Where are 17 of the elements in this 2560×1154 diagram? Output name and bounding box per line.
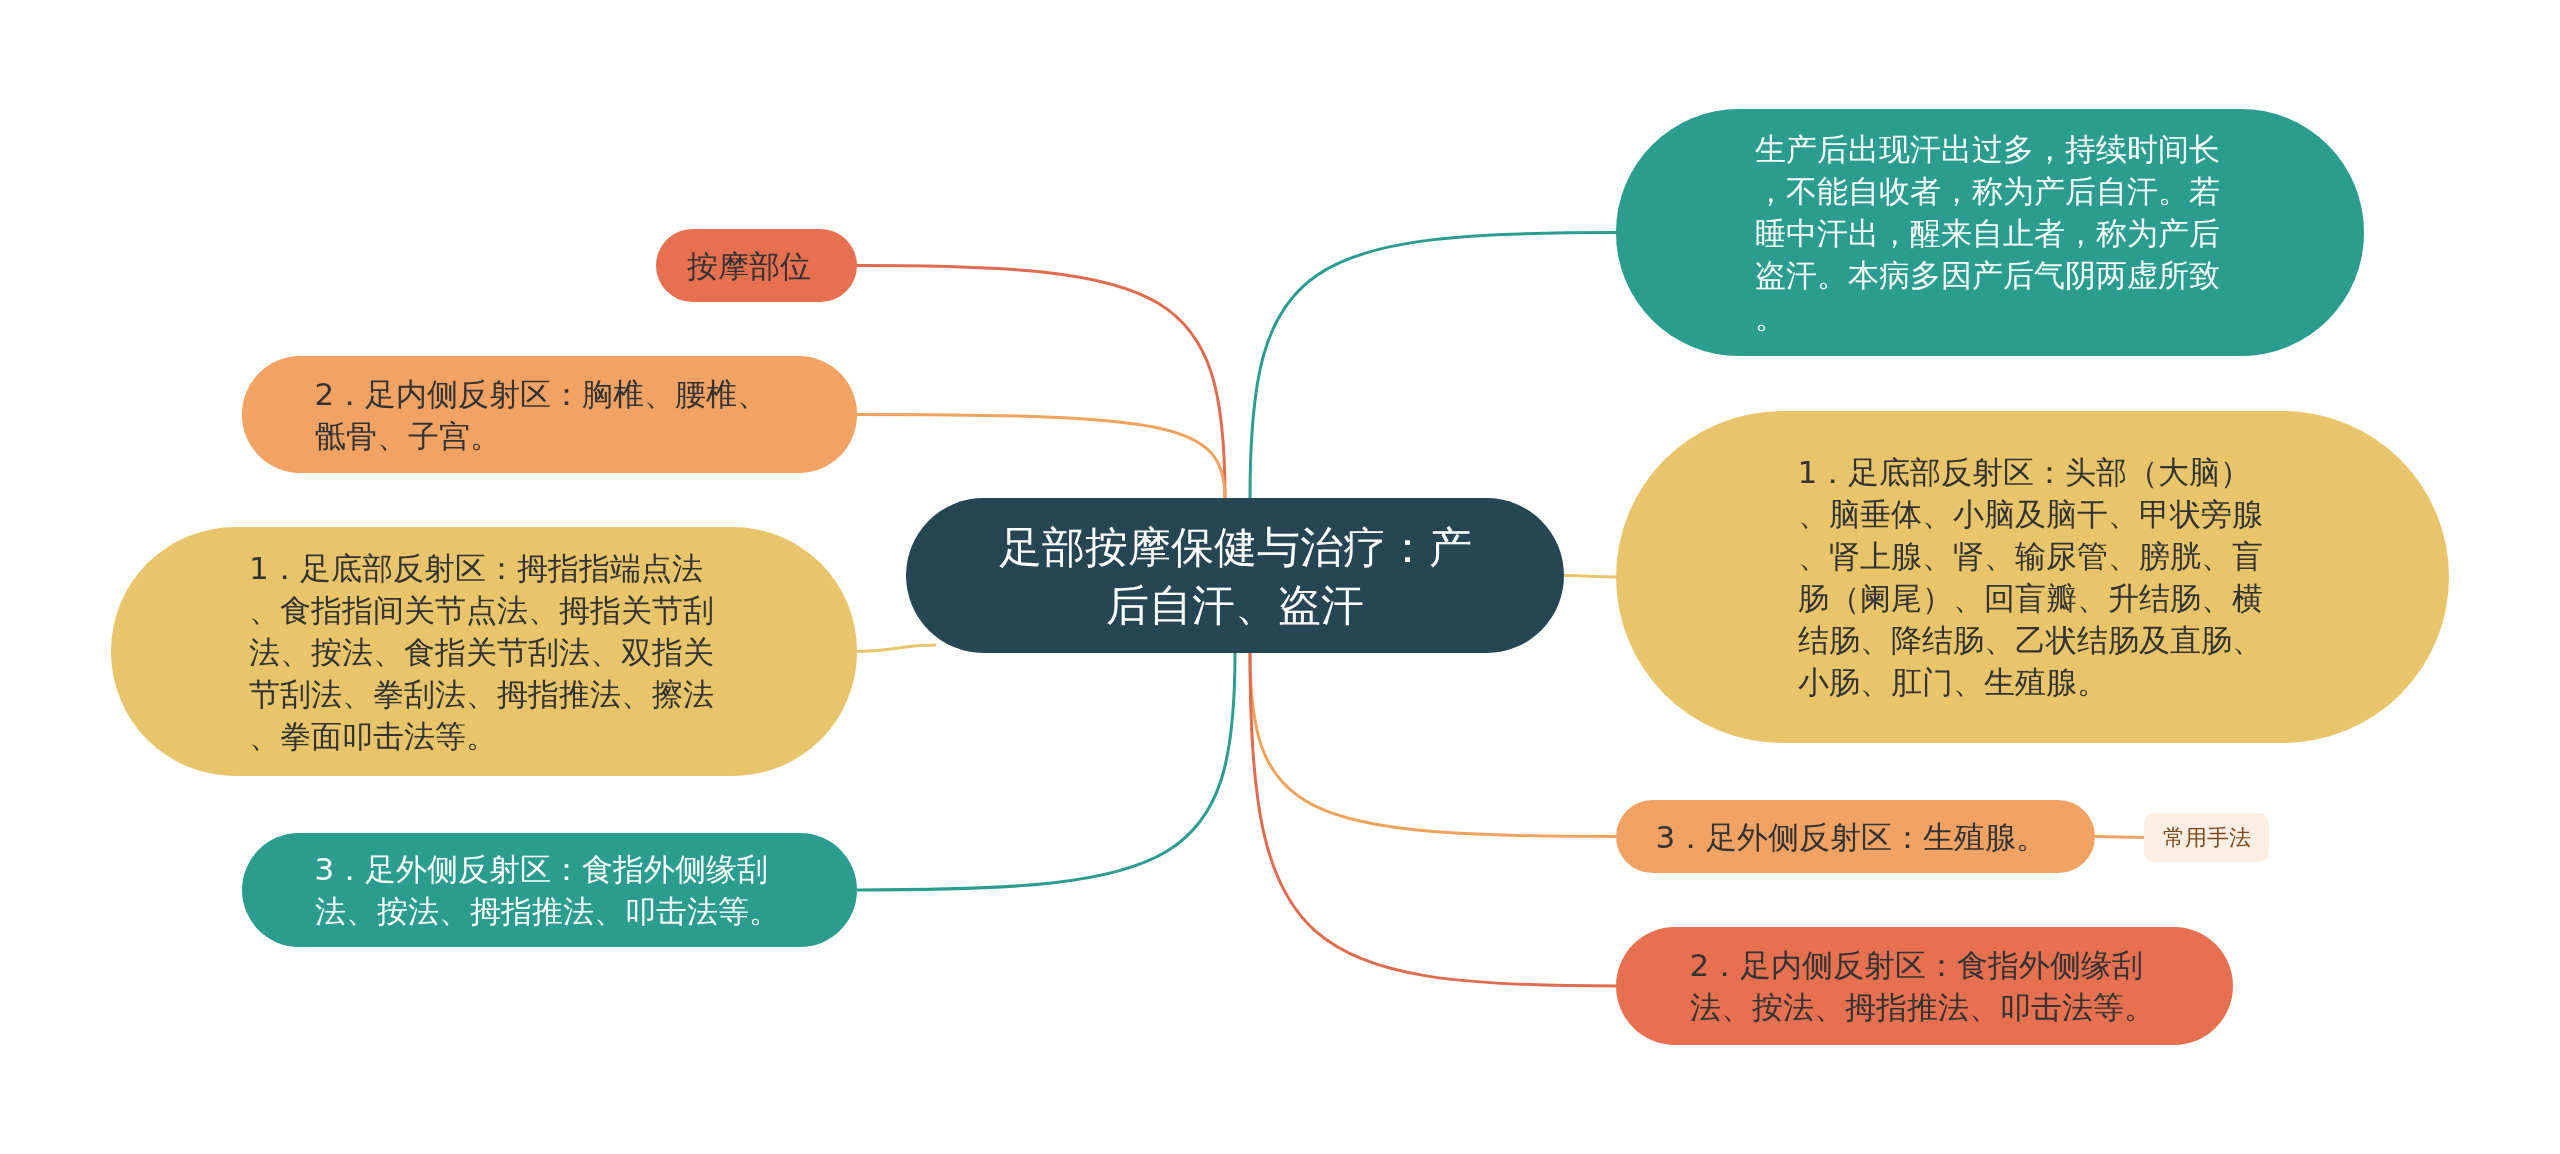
topic-box: 按摩部位: [656, 229, 857, 302]
topic-box: 3．足外侧反射区：食指外侧缘刮法、按法、拇指推法、叩击法等。: [242, 833, 857, 947]
topic-box: 生产后出现汗出过多，持续时间长，不能自收者，称为产后自汗。若睡中汗出，醒来自止者，称为产后盗汗。本病多因产后气阴两虚所致。: [1616, 109, 2364, 356]
topic-box: 1．足底部反射区：拇指指端点法、食指指间关节点法、拇指关节刮法、按法、食指关节刮法、双指关节刮法、拳刮法、拇指推法、擦法、拳面叩击法等。: [111, 527, 857, 776]
central-topic-box: 足部按摩保健与治疗：产后自汗、盗汗: [906, 498, 1564, 653]
connector-line: [857, 413, 1227, 499]
connector-line: [856, 643, 937, 653]
topic-box: 1．足底部反射区：头部（大脑）、脑垂体、小脑及脑干、甲状旁腺、肾上腺、肾、输尿管、膀胱、盲肠（阑尾）、回盲瓣、升结肠、横结肠、降结肠、乙状结肠及直肠、小肠、肛门、生殖腺。: [1616, 411, 2449, 743]
connector-line: [2094, 835, 2145, 839]
topic-box: 3．足外侧反射区：生殖腺。: [1616, 800, 2095, 873]
tag-box: 常用手法: [2144, 813, 2269, 862]
topic-box: 2．足内侧反射区：胸椎、腰椎、骶骨、子宫。: [242, 356, 857, 473]
connector-line: [1248, 231, 1616, 499]
connector-line: [1564, 574, 1616, 579]
topic-box: 2．足内侧反射区：食指外侧缘刮法、按法、拇指推法、叩击法等。: [1616, 927, 2233, 1045]
connector-line: [1248, 652, 1616, 988]
connector-line: [857, 652, 1237, 892]
